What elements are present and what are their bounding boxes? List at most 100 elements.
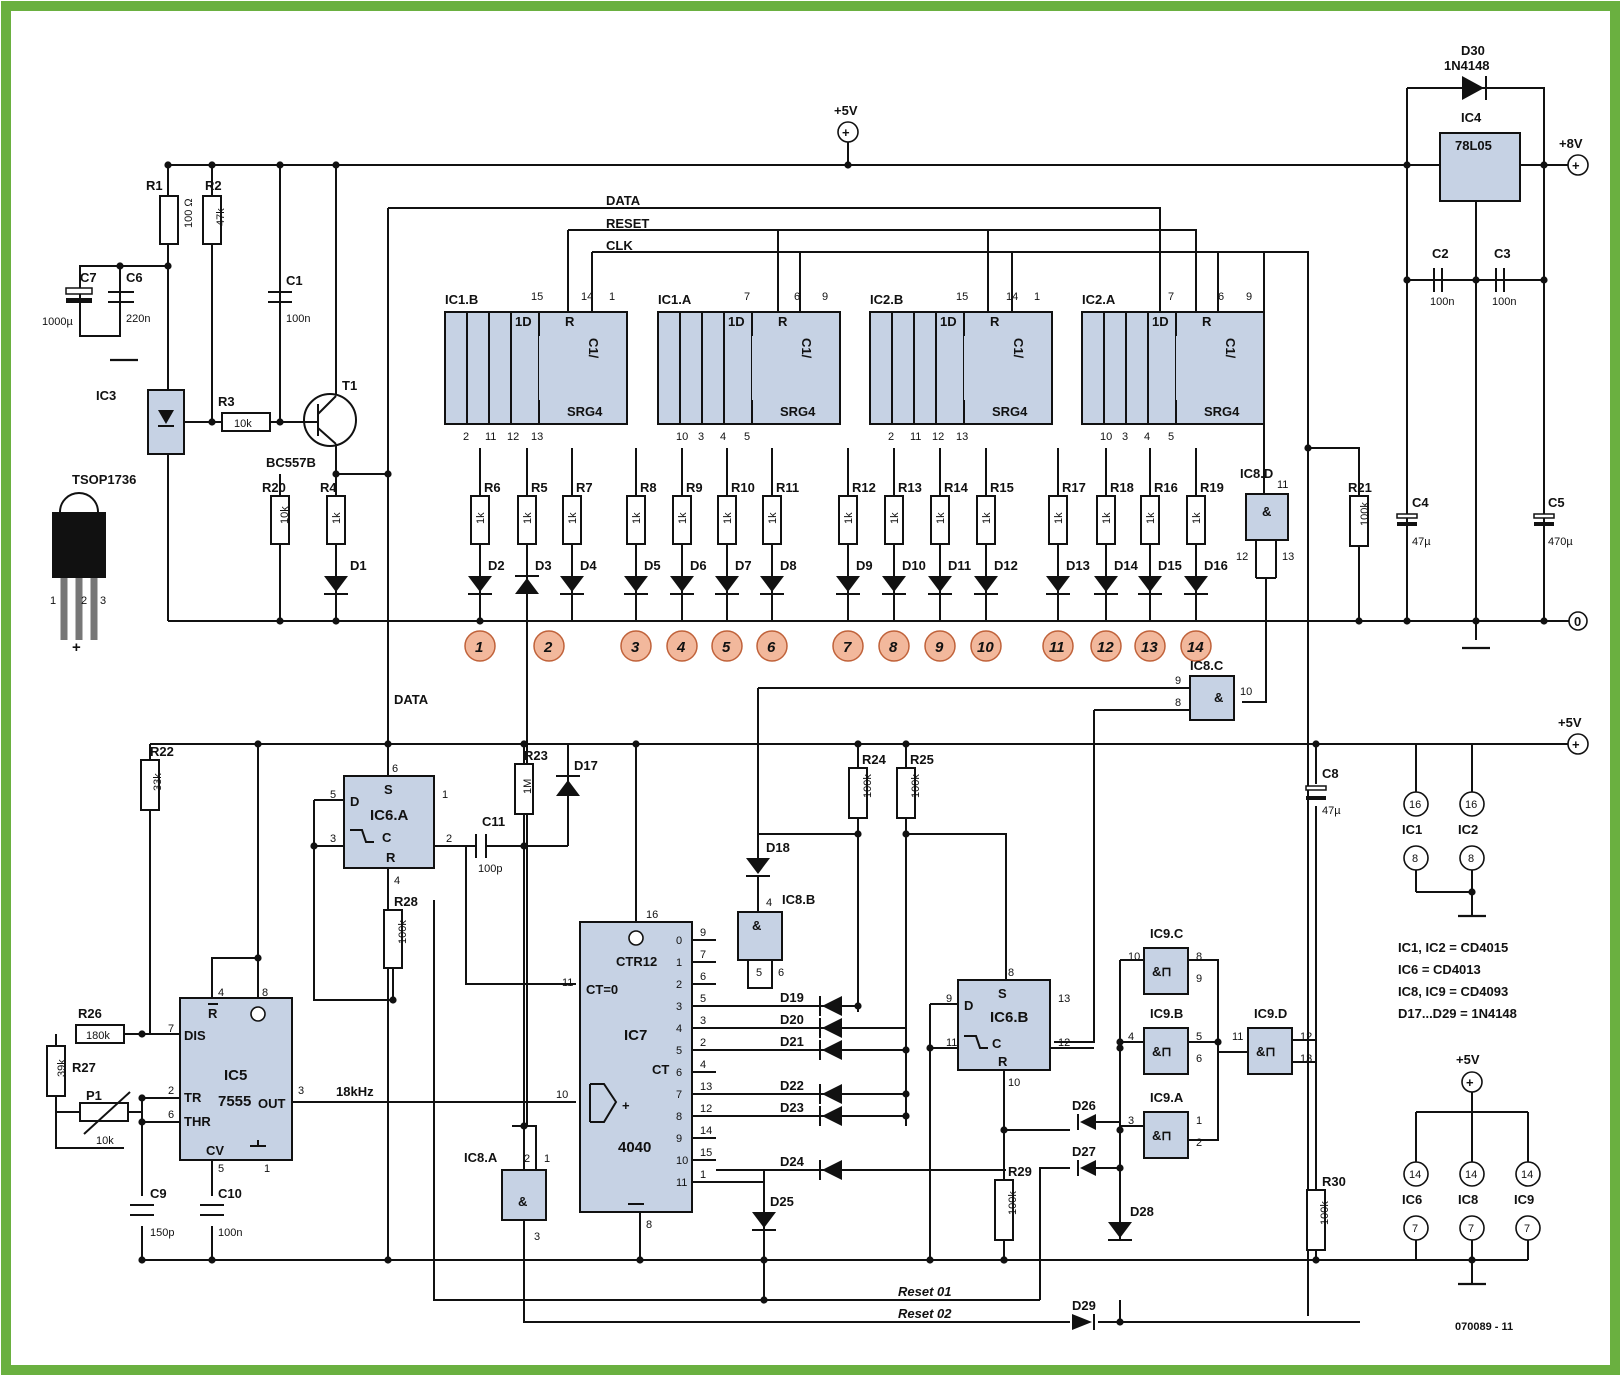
svg-text:C10: C10 xyxy=(218,1186,242,1201)
svg-text:P1: P1 xyxy=(86,1088,102,1103)
supply-pin-num: 14 xyxy=(1465,1169,1477,1181)
svg-text:+: + xyxy=(1572,158,1580,173)
nand-ref: IC9.B xyxy=(1150,1006,1183,1021)
svg-text:IC8.D: IC8.D xyxy=(1240,466,1273,481)
junction-dot xyxy=(1468,1256,1476,1264)
junction-dot xyxy=(1116,1318,1124,1326)
svg-text:8: 8 xyxy=(1175,697,1181,709)
svg-text:S: S xyxy=(384,782,393,797)
junction-dot xyxy=(208,161,216,169)
svg-text:D27: D27 xyxy=(1072,1144,1096,1159)
resistor-ref: R14 xyxy=(944,480,969,495)
diode-ref: D20 xyxy=(780,1012,804,1027)
pin-label: 9 xyxy=(1246,291,1252,303)
junction-dot xyxy=(1116,1126,1124,1134)
svg-text:R4: R4 xyxy=(320,480,337,495)
counter-pin: 5 xyxy=(700,993,706,1005)
diode-ref: D21 xyxy=(780,1034,804,1049)
resistor-value: 1k xyxy=(1101,512,1113,524)
svg-text:10k: 10k xyxy=(234,418,252,430)
junction-dot xyxy=(332,161,340,169)
junction-dot xyxy=(902,1090,910,1098)
pin-label: 6 xyxy=(1218,291,1224,303)
junction-dot xyxy=(926,1044,934,1052)
ic4-part: 78L05 xyxy=(1455,138,1492,153)
svg-text:IC8, IC9 = CD4093: IC8, IC9 = CD4093 xyxy=(1398,984,1508,999)
svg-text:2: 2 xyxy=(446,833,452,845)
nand-gate xyxy=(1143,1027,1189,1075)
junction-dot xyxy=(520,740,528,748)
svg-text:D17...D29 = 1N4148: D17...D29 = 1N4148 xyxy=(1398,1006,1517,1021)
svg-text:100 Ω: 100 Ω xyxy=(183,198,195,228)
svg-text:18kHz: 18kHz xyxy=(336,1084,374,1099)
pin-label: 10 xyxy=(676,431,688,443)
r-label: R xyxy=(565,314,575,329)
counter-out-index: 10 xyxy=(676,1155,688,1167)
svg-text:D30: D30 xyxy=(1461,43,1485,58)
led xyxy=(760,576,784,592)
counter-out-index: 4 xyxy=(676,1023,682,1035)
supply-ic-ref: IC1 xyxy=(1402,822,1422,837)
register-ref: IC1.A xyxy=(658,292,692,307)
diode-ref: D19 xyxy=(780,990,804,1005)
counter-out-index: 11 xyxy=(676,1177,687,1189)
resistor-value: 1k xyxy=(889,512,901,524)
resistor-value: 1k xyxy=(631,512,643,524)
nand-pin: 5 xyxy=(1196,1031,1202,1043)
nand-symbol: &⊓ xyxy=(1256,1044,1276,1059)
led xyxy=(928,576,952,592)
supply-pin-num: 14 xyxy=(1409,1169,1421,1181)
resistor-value: 1k xyxy=(767,512,779,524)
junction-dot xyxy=(760,1256,768,1264)
nand-pin: 4 xyxy=(1128,1031,1134,1043)
svg-text:IC3: IC3 xyxy=(96,388,116,403)
supply-ic-ref: IC2 xyxy=(1458,822,1478,837)
resistor-value: 1k xyxy=(677,512,689,524)
pin-label: 1 xyxy=(1034,291,1040,303)
svg-text:3: 3 xyxy=(534,1231,540,1243)
svg-text:1: 1 xyxy=(544,1153,550,1165)
junction-dot xyxy=(1540,161,1548,169)
nand-pin: 13 xyxy=(1300,1053,1312,1065)
svg-text:150p: 150p xyxy=(150,1227,174,1239)
svg-text:R: R xyxy=(386,850,396,865)
svg-text:D26: D26 xyxy=(1072,1098,1096,1113)
svg-text:180k: 180k xyxy=(86,1030,110,1042)
pin-label: 7 xyxy=(744,291,750,303)
led-number: 14 xyxy=(1187,639,1204,656)
pin-label: 3 xyxy=(1122,431,1128,443)
register-block xyxy=(657,311,753,425)
svg-text:16: 16 xyxy=(646,909,658,921)
diode xyxy=(822,1106,842,1126)
svg-text:CTR12: CTR12 xyxy=(616,954,657,969)
d-label: 1D xyxy=(515,314,532,329)
register-ref: IC1.B xyxy=(445,292,478,307)
junction-dot xyxy=(1000,1256,1008,1264)
d-label: 1D xyxy=(1152,314,1169,329)
svg-text:THR: THR xyxy=(184,1114,211,1129)
resistor-value: 1k xyxy=(981,512,993,524)
supply-ic-ref: IC8 xyxy=(1458,1192,1478,1207)
junction-dot xyxy=(254,740,262,748)
led-ref: D15 xyxy=(1158,558,1182,573)
led-ref: D12 xyxy=(994,558,1018,573)
led-number-badge xyxy=(620,630,652,662)
junction-dot xyxy=(636,1256,644,1264)
c-label: C1/ xyxy=(799,338,814,359)
svg-text:C9: C9 xyxy=(150,1186,167,1201)
svg-text:C: C xyxy=(382,830,392,845)
nand-pin: 1 xyxy=(1196,1115,1202,1127)
led-number-badge xyxy=(464,630,496,662)
led-number-badge xyxy=(924,630,956,662)
resistor-value: 1k xyxy=(1145,512,1157,524)
led-resistor xyxy=(517,495,537,545)
diode xyxy=(822,1040,842,1060)
pin-label: 12 xyxy=(507,431,519,443)
svg-text:D18: D18 xyxy=(766,840,790,855)
counter-out-index: 7 xyxy=(676,1089,682,1101)
junction-dot xyxy=(1472,617,1480,625)
led-resistor xyxy=(838,495,858,545)
junction-dot xyxy=(1403,161,1411,169)
led xyxy=(1138,576,1162,592)
